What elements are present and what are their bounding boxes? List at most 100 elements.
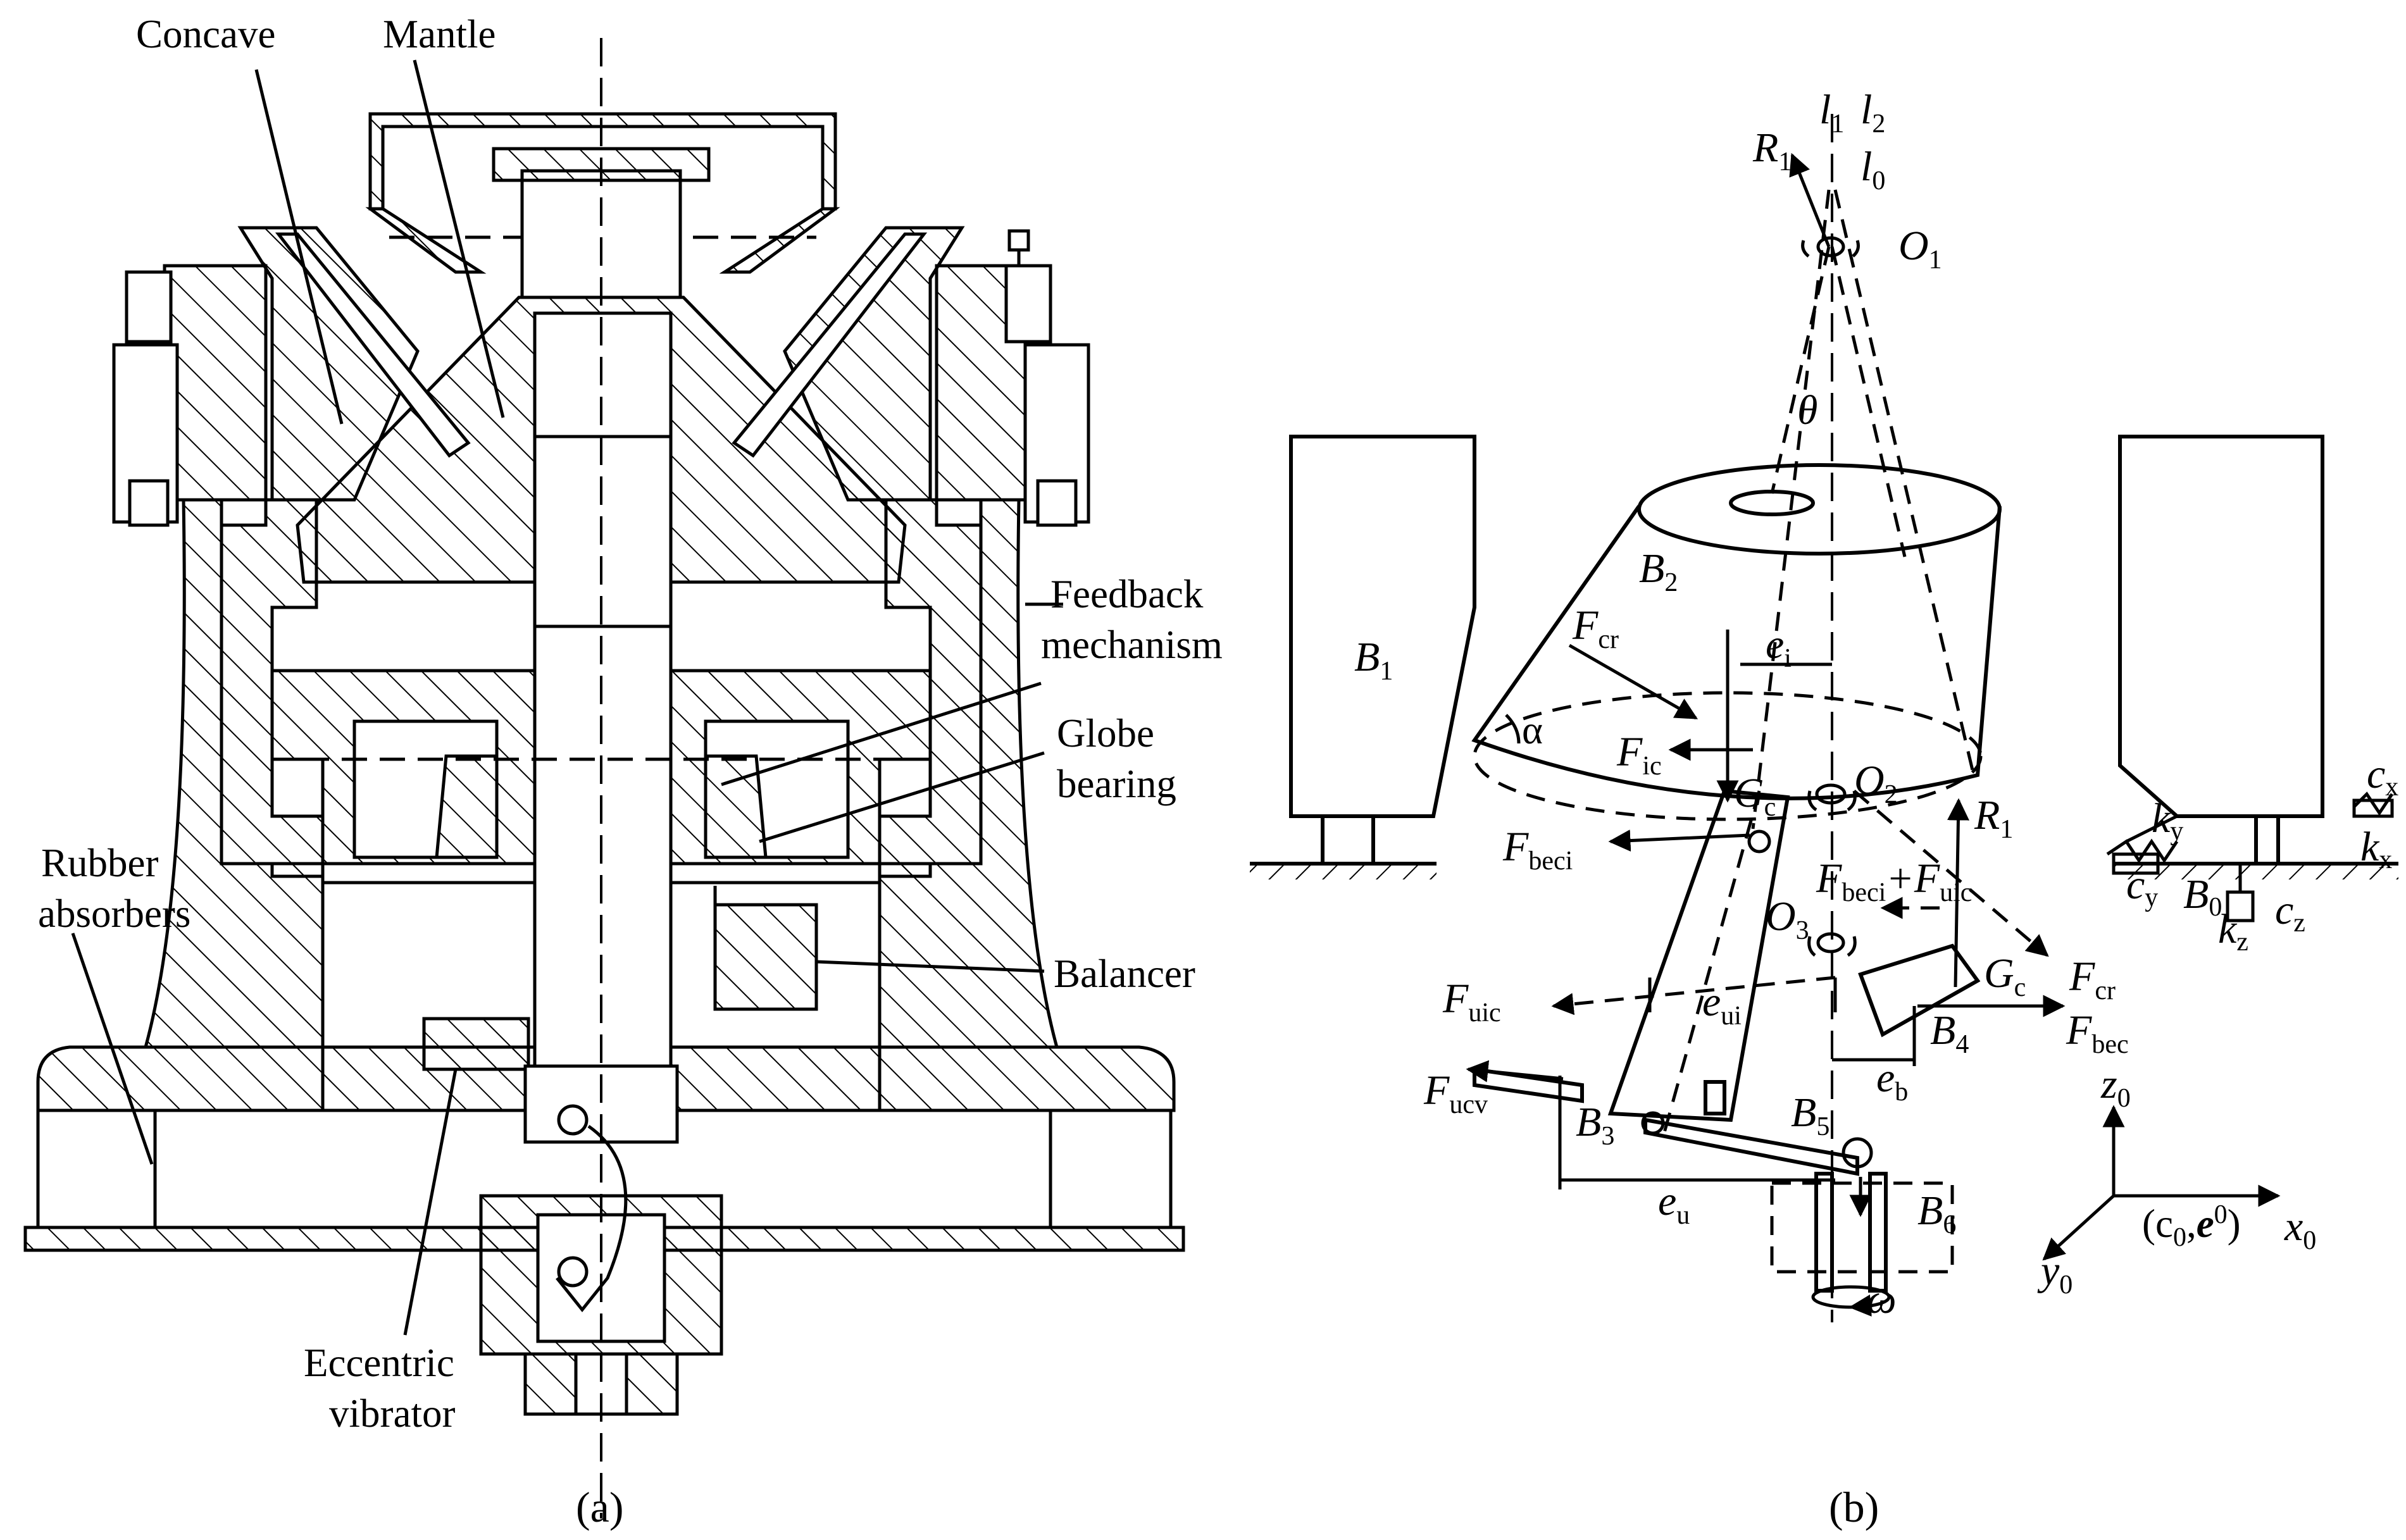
svg-text:Fucv: Fucv [1423,1067,1488,1119]
svg-text:B5: B5 [1791,1090,1829,1141]
label-b1-sub: 1 [1380,657,1393,686]
svg-text:eu: eu [1658,1178,1690,1230]
label-o3: O [1766,893,1796,940]
label-x0: x [2284,1203,2303,1250]
housing-left [143,498,325,1049]
label-eu-sub: u [1676,1201,1690,1230]
label-o1-sub: 1 [1929,245,1942,275]
feedback-label-2: mechanism [1041,623,1223,667]
label-l0: l [1861,144,1872,190]
label-l1-sub: 1 [1831,109,1844,139]
globe-label-1: Globe [1057,711,1154,755]
panel-a-caption: (a) [576,1483,623,1531]
label-eb: e [1876,1055,1895,1101]
svg-text:Fcr: Fcr [2069,953,2116,1005]
svg-text:x0: x0 [2284,1203,2316,1255]
label-b0: B [2183,871,2209,917]
label-z0: z [2100,1061,2117,1107]
label-fcr-right-sub: cr [2095,976,2116,1005]
label-b6: B [1917,1188,1943,1234]
svg-text:cx: cx [2367,751,2398,802]
label-gc-2: G [1984,950,2014,997]
svg-text:l1: l1 [1819,87,1844,139]
label-fic: F [1616,729,1643,775]
svg-text:O1: O1 [1898,223,1942,275]
label-fbeci: F [1502,824,1529,870]
label-origin-sup: 0 [2214,1200,2228,1229]
svg-text:R1: R1 [1752,125,1792,177]
label-ky: k [2152,795,2171,841]
label-fic-sub: ic [1642,752,1661,781]
mantle-label: Mantle [383,12,496,56]
svg-text:B6: B6 [1917,1188,1956,1239]
label-origin-open: (c [2142,1202,2173,1246]
label-o2-sub: 2 [1885,780,1898,809]
label-theta: θ [1797,387,1817,433]
label-b6-sub: 6 [1943,1210,1956,1239]
svg-text:Fic: Fic [1616,729,1662,781]
label-z0-sub: 0 [2117,1084,2131,1113]
svg-text:Fbeci+Fuic: Fbeci+Fuic [1816,855,1972,907]
label-fbeci-sum-1: F [1816,855,1842,902]
label-kz: k [2218,906,2238,952]
label-y0-sub: 0 [2059,1270,2073,1300]
label-r1-right: R [1974,792,2000,838]
svg-text:O2: O2 [1854,757,1898,809]
label-origin-close: ) [2228,1202,2241,1246]
label-fuic: F [1442,976,1469,1022]
svg-text:cz: cz [2275,887,2305,938]
globe-label-2: bearing [1057,762,1176,806]
eccentric-vibrator-block [422,1017,530,1071]
eccentric-label-2: vibrator [329,1391,455,1436]
svg-text:ky: ky [2152,795,2183,846]
svg-text:B0: B0 [2183,871,2222,922]
body-b0 [2118,435,2324,818]
rubber-label-2: absorbers [38,891,190,936]
label-b0-sub: 0 [2209,893,2222,922]
svg-text:kz: kz [2218,906,2248,957]
svg-text:eui: eui [1702,979,1742,1031]
label-b5-sub: 5 [1816,1112,1829,1141]
svg-text:(c0,e0): (c0,e0) [2142,1200,2241,1252]
svg-text:B1: B1 [1354,634,1393,686]
label-b2: B [1639,545,1664,592]
svg-text:Gc: Gc [1734,770,1776,822]
label-b4: B [1930,1007,1955,1053]
label-fbeci-sum-plus: +F [1886,855,1940,902]
label-fucv-sub: ucv [1449,1090,1488,1119]
label-fuic-sub: uic [1468,998,1500,1028]
label-fbeci-sub: beci [1528,847,1573,876]
svg-text:B4: B4 [1930,1007,1969,1059]
label-kx-sub: x [2379,845,2392,874]
label-cx: c [2367,751,2385,797]
svg-text:kx: kx [2360,824,2392,874]
label-x0-sub: 0 [2303,1226,2316,1255]
label-fcr-left: F [1572,602,1599,649]
rubber-label-1: Rubber [41,841,158,885]
svg-text:ei: ei [1766,621,1792,673]
balancer-label: Balancer [1054,952,1195,996]
balancer-block [713,903,818,1011]
label-origin-sub: 0 [2173,1223,2186,1252]
label-cz-sub: z [2293,909,2305,938]
label-alpha: α [1522,708,1543,752]
label-omega: ω [1867,1276,1897,1322]
label-cz: c [2275,887,2293,933]
label-b1: B [1354,634,1380,680]
label-eui: e [1702,979,1721,1025]
label-gc-1: G [1734,770,1764,816]
label-gc-1-sub: c [1764,793,1776,822]
concave-label: Concave [136,12,275,56]
label-l1: l [1819,87,1831,133]
svg-text:R1: R1 [1974,792,2013,844]
eccentric-label-1: Eccentric [304,1341,454,1385]
axis-l2 [1833,189,1976,779]
svg-text:B2: B2 [1639,545,1678,597]
label-l2: l [1861,87,1872,133]
label-b2-sub: 2 [1664,568,1678,597]
housing-right [878,498,1059,1049]
label-o1: O [1898,223,1929,269]
svg-text:O3: O3 [1766,893,1809,945]
label-eui-sub: ui [1721,1002,1742,1031]
